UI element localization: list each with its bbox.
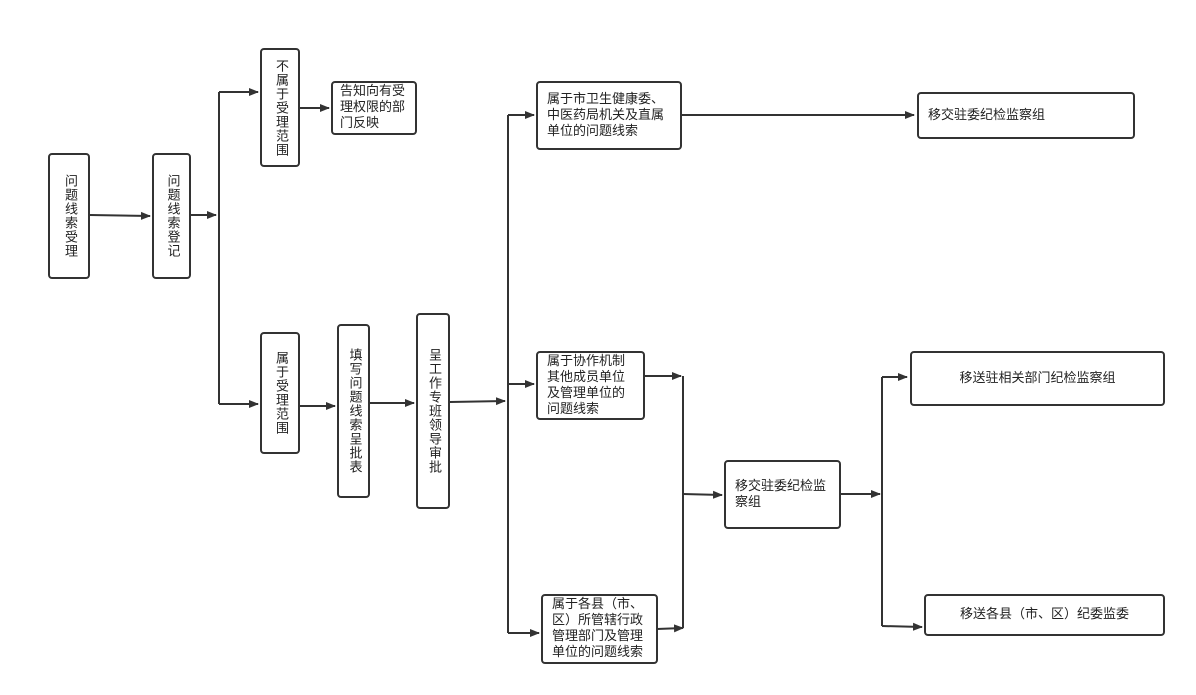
node-transfer-group-mid: 移交驻委纪检监察组 <box>724 460 841 529</box>
node-submit-leader-label: 呈工作专班领导审批 <box>426 348 441 474</box>
node-submit-leader: 呈工作专班领导审批 <box>416 313 450 509</box>
node-send-related-dept-label: 移送驻相关部门纪检监察组 <box>959 370 1116 386</box>
node-city-health-clue: 属于市卫生健康委、中医药局机关及直属单位的问题线索 <box>536 81 682 150</box>
node-clue-register-label: 问题线索登记 <box>164 174 180 258</box>
node-clue-register: 问题线索登记 <box>152 153 191 279</box>
node-clue-accept: 问题线索受理 <box>48 153 90 279</box>
node-send-related-dept: 移送驻相关部门纪检监察组 <box>910 351 1165 406</box>
node-transfer-group-top-label: 移交驻委纪检监察组 <box>928 107 1046 123</box>
node-clue-accept-label: 问题线索受理 <box>62 174 77 258</box>
node-in-scope-label: 属于受理范围 <box>273 351 288 435</box>
arrow-county-to-merge <box>656 624 684 633</box>
node-send-county-label: 移送各县（市、区）纪委监委 <box>959 607 1129 622</box>
node-not-in-scope: 不属于受理范围 <box>260 48 300 167</box>
arrow-to-county-commission <box>881 622 923 631</box>
node-county-clue: 属于各县（市、区）所管辖行政管理部门及管理单位的问题线索 <box>541 594 658 664</box>
node-notify-dept: 告知向有受理权限的部门反映 <box>331 81 417 135</box>
node-send-county: 移送各县（市、区）纪委监委 <box>924 594 1165 636</box>
arrow-merge-to-transfer-mid <box>682 490 723 499</box>
node-not-in-scope-label: 不属于受理范围 <box>273 58 288 157</box>
node-county-clue-label: 属于各县（市、区）所管辖行政管理部门及管理单位的问题线索 <box>552 597 644 660</box>
node-city-health-clue-label: 属于市卫生健康委、中医药局机关及直属单位的问题线索 <box>547 91 665 139</box>
node-notify-dept-label: 告知向有受理权限的部门反映 <box>340 84 406 131</box>
arrow-submit-to-branch <box>449 397 506 406</box>
node-fill-form: 填写问题线索呈批表 <box>337 324 370 498</box>
node-collab-clue: 属于协作机制其他成员单位及管理单位的问题线索 <box>536 351 645 420</box>
node-fill-form-label: 填写问题线索呈批表 <box>346 348 362 474</box>
arrow-accept-to-register <box>89 211 151 220</box>
node-transfer-group-top: 移交驻委纪检监察组 <box>917 92 1135 139</box>
node-transfer-group-mid-label: 移交驻委纪检监察组 <box>735 478 827 510</box>
node-collab-clue-label: 属于协作机制其他成员单位及管理单位的问题线索 <box>547 353 626 417</box>
node-in-scope: 属于受理范围 <box>260 332 300 454</box>
